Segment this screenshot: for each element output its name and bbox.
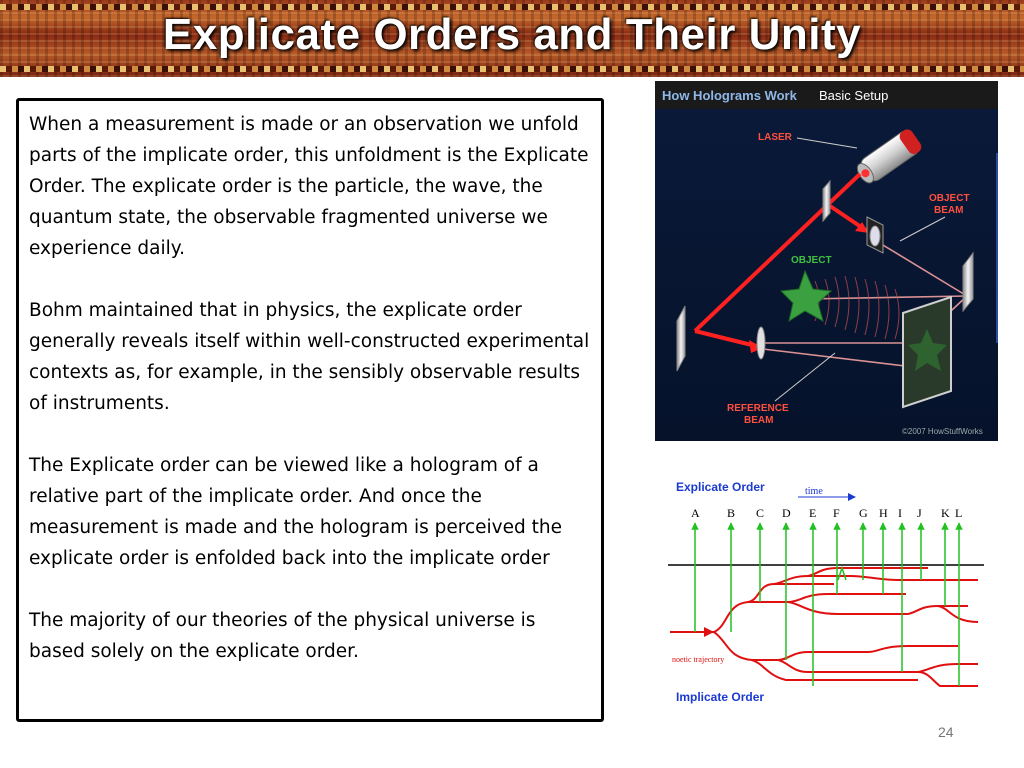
letter-label: E [809,506,816,520]
banner-pattern-band [0,66,1024,72]
label-reference-beam-2: BEAM [744,415,773,426]
leader-line [796,137,858,149]
leader-line [774,352,836,402]
arrow-icon [704,627,714,637]
page-number: 24 [938,724,954,740]
mirror-icon [822,179,831,223]
time-label: time [805,486,823,497]
arrow-icon [848,493,856,501]
lens-icon [866,216,884,254]
slide-title: Explicate Orders and Their Unity [162,10,862,59]
lens-icon [756,326,766,360]
letter-label: D [782,506,791,520]
laser-beam [693,172,862,333]
figure-header-bar [655,81,998,109]
paragraph-bohm: Bohm maintained that in physics, the exp… [29,300,590,414]
paragraph-theories: The majority of our theories of the phys… [29,610,536,662]
banner-pattern-band [0,4,1024,10]
label-object-beam: OBJECT [929,193,970,204]
label-reference-beam: REFERENCE [727,403,789,414]
arrow-icon [749,340,763,353]
figure-edge [996,153,998,343]
collapse-marker [837,565,847,581]
title-banner: Explicate Orders and Their Unity [0,0,1024,77]
letter-row: A B C D E F G H I J K L [691,506,962,520]
label-object-beam-2: BEAM [934,205,963,216]
trajectory-tree [670,567,979,687]
figure-header-bold: How Holograms Work [662,88,798,103]
light-rays [762,238,968,367]
leader-line [899,216,946,242]
figure-header-rest: Basic Setup [819,88,888,103]
order-tree-figure: Explicate Order time A B C D E F G H I J… [668,480,984,704]
letter-label: C [756,506,764,520]
letter-label: J [917,506,922,520]
explicate-order-label: Explicate Order [676,480,765,494]
letter-label: B [727,506,735,520]
paragraph-hologram: The Explicate order can be viewed like a… [29,455,562,569]
hologram-setup-figure: How Holograms Work Basic Setup LASER [655,81,998,441]
arrow-icon [855,222,869,233]
reference-beam-line [694,329,761,349]
holographic-plate-icon [902,295,952,409]
letter-label: I [898,506,902,520]
copyright-label: ©2007 HowStuffWorks [902,427,983,436]
implicate-order-label: Implicate Order [676,690,764,704]
wavefronts [814,275,900,340]
paragraph-explicate-definition: When a measurement is made or an observa… [29,114,589,259]
letter-label: F [833,506,840,520]
letter-label: G [859,506,868,520]
body-text-box: When a measurement is made or an observa… [16,98,604,722]
measurement-arrows [691,522,963,686]
object-star-icon [779,269,833,323]
laser-device-icon [856,129,922,184]
noetic-trajectory-label: noetic trajectory [672,655,724,664]
label-object: OBJECT [791,255,832,266]
mirror-icon [962,251,974,313]
letter-label: H [879,506,888,520]
letter-label: K [941,506,950,520]
letter-label: L [955,506,962,520]
label-laser: LASER [758,132,793,143]
letter-label: A [691,506,700,520]
mirror-icon [676,305,686,372]
